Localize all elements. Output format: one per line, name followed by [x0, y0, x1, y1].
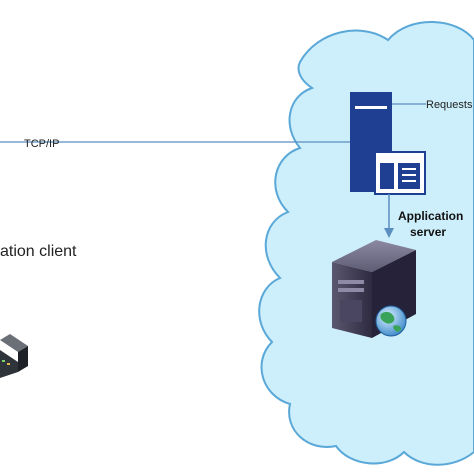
tower-drive-2: [338, 288, 364, 292]
device-side: [18, 346, 28, 372]
device-top: [0, 334, 28, 352]
tcpip-label: TCP/IP: [24, 138, 59, 150]
server-label-line1: Application: [398, 209, 463, 223]
client-label: ation client: [0, 243, 77, 260]
server-label-line2: server: [410, 225, 446, 239]
application-server-label: Application server: [398, 209, 463, 239]
device-led-1: [2, 360, 5, 362]
cloud-shape: [258, 21, 474, 466]
tower-vent: [340, 300, 362, 322]
tower-top: [332, 240, 416, 272]
queue-panel-line-3: [402, 180, 416, 182]
globe-land: [380, 311, 402, 332]
tower-drive-1: [338, 280, 364, 284]
queue-panel-line-2: [402, 174, 416, 176]
requests-connector: Requests: [392, 99, 473, 111]
request-queue-icon: [350, 92, 426, 195]
globe-icon: [375, 305, 407, 337]
queue-panel-left: [380, 163, 394, 189]
queue-panel-line-1: [402, 168, 416, 170]
queue-server-slot: [355, 106, 387, 109]
requests-label: Requests: [426, 99, 473, 111]
network-device-icon: [0, 334, 28, 378]
device-led-2: [7, 363, 10, 365]
cloud-region: [258, 21, 474, 466]
server-connector: [384, 194, 394, 238]
server-arrowhead: [384, 228, 394, 238]
